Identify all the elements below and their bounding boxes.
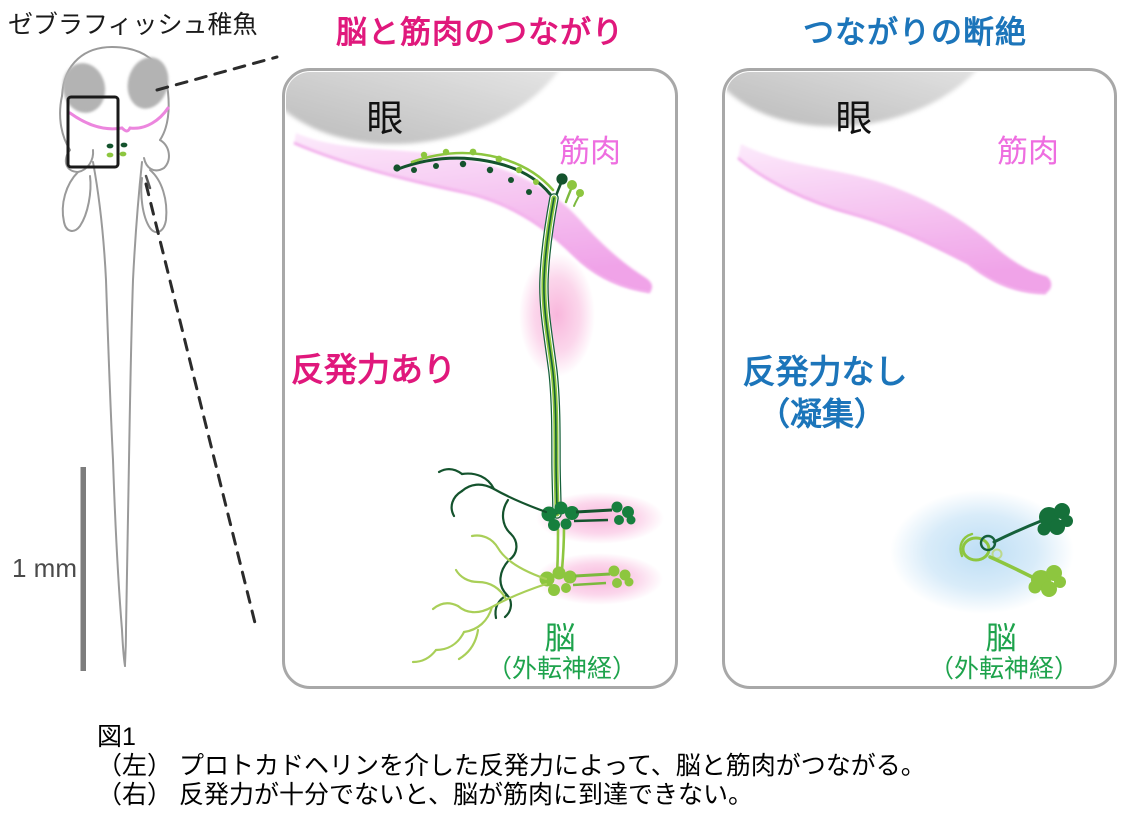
panel-disconnected	[722, 68, 1117, 689]
zebrafish-illustration	[59, 45, 279, 671]
scale-bar	[80, 467, 86, 671]
larva-nerve-dots	[106, 142, 128, 158]
larva-eyes	[62, 57, 169, 113]
zoom-dashed-lines	[144, 55, 279, 629]
caption-right-note: （右） 反発力が十分でないと、脳が筋肉に到達できない。	[97, 781, 753, 809]
larva-muscle-lines	[68, 106, 170, 133]
zoom-region-box	[66, 95, 120, 169]
specimen-label: ゼブラフィッシュ稚魚	[8, 11, 258, 39]
scale-bar-label: 1 mm	[12, 553, 77, 583]
caption-left-note: （左） プロトカドヘリンを介した反発力によって、脳と筋肉がつながる。	[97, 752, 926, 780]
figure-caption: 図1 （左） プロトカドヘリンを介した反発力によって、脳と筋肉がつながる。 （右…	[97, 723, 926, 810]
panel-connected	[282, 68, 678, 689]
panel-title-disconnected: つながりの断絶	[803, 15, 1027, 50]
caption-number: 図1	[97, 723, 136, 751]
panel-title-connected: 脳と筋肉のつながり	[336, 15, 624, 50]
